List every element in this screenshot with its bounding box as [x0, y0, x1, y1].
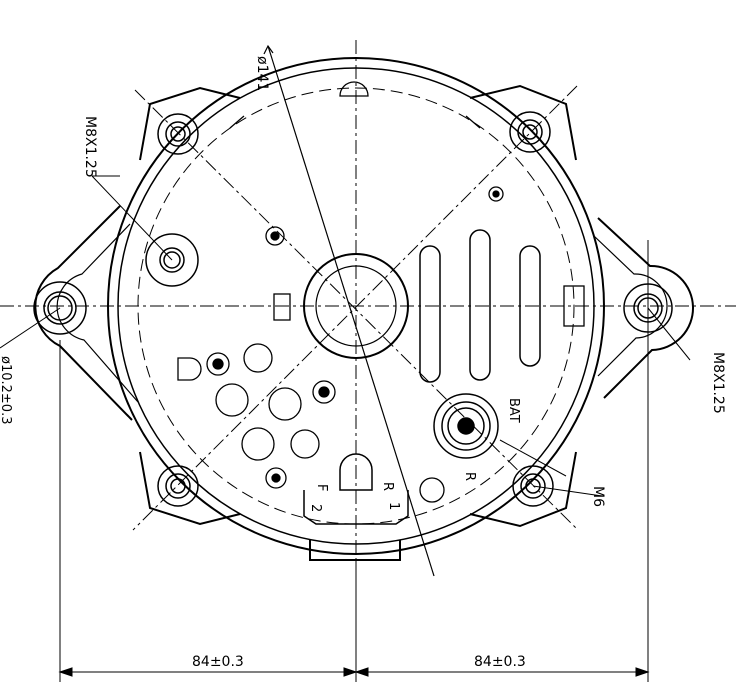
bolt-bottom-left [157, 465, 199, 507]
label-thread-top-left: M8X1.25 [82, 116, 98, 178]
mounting-holes [33, 111, 673, 507]
m8-threaded-hole [145, 233, 199, 287]
label-f: F [314, 484, 329, 491]
label-r-upper: R [462, 472, 477, 481]
label-dim-left: 84±0.3 [192, 654, 244, 670]
diameter-leader [263, 44, 435, 577]
centerlines [0, 40, 736, 590]
label-diameter-main: ø141 [254, 56, 270, 91]
housing-outline [34, 57, 694, 561]
small-features [177, 81, 585, 503]
cooling-slots [419, 229, 541, 383]
label-diameter-hole: ø10.2±0.3 [0, 356, 13, 424]
bolt-bottom-right [512, 465, 554, 507]
label-r-lower: R [380, 482, 395, 491]
bolt-top-left [157, 113, 199, 155]
label-m6: M6 [590, 486, 606, 507]
label-bat: BAT [506, 398, 521, 423]
bat-terminal [433, 393, 499, 459]
connector-block [303, 453, 409, 525]
label-thread-right: M8X1.25 [710, 352, 726, 414]
label-dim-right: 84±0.3 [474, 654, 526, 670]
mount-hole-left [33, 281, 87, 335]
leader-lines [0, 175, 691, 497]
dimension-lines [58, 240, 650, 682]
label-1: 1 [386, 502, 401, 510]
label-2: 2 [308, 504, 323, 512]
bolt-top-right [509, 111, 551, 153]
